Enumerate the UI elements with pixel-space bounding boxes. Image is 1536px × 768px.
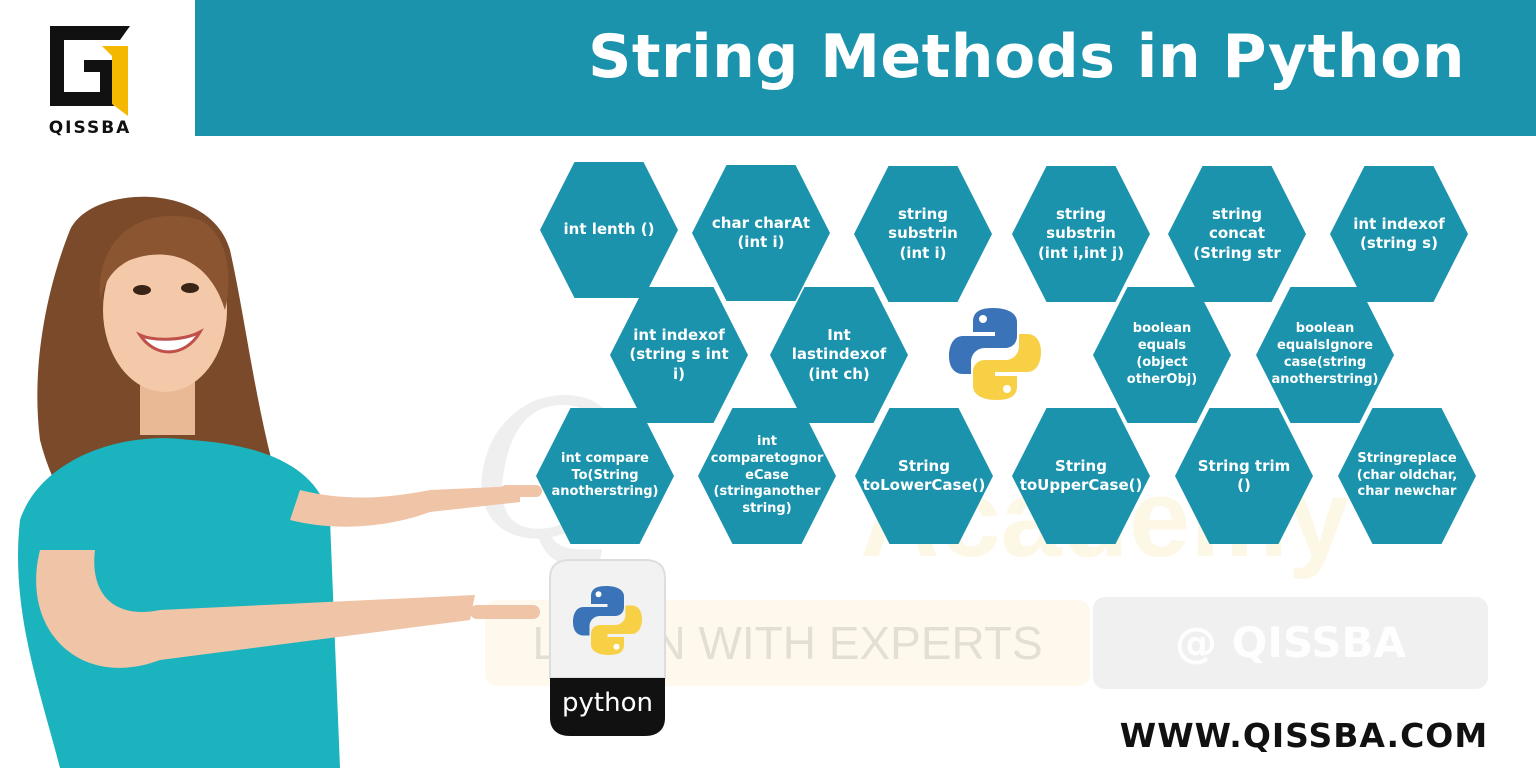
- method-label: Int lastindexof (int ch): [791, 325, 887, 383]
- method-label: int lenth (): [563, 220, 655, 239]
- method-hex: int comparetognor eCase (stringanother s…: [698, 408, 836, 544]
- method-label: boolean equalsIgnore case(string another…: [1271, 321, 1379, 387]
- method-label: int indexof (string s): [1353, 214, 1445, 253]
- method-label: boolean equals (object otherObj): [1126, 321, 1198, 387]
- watermark-handle: @ QISSBA: [1093, 597, 1488, 689]
- method-label: int indexof (string s int i): [629, 325, 729, 383]
- method-hex: int indexof (string s): [1330, 166, 1468, 302]
- method-label: string concat (String str: [1193, 204, 1281, 262]
- method-hex: Int lastindexof (int ch): [770, 287, 908, 423]
- website-link[interactable]: WWW.QISSBA.COM: [1119, 716, 1489, 755]
- method-label: String toUpperCase(): [1019, 456, 1143, 495]
- method-hex: string substrin (int i,int j): [1012, 166, 1150, 302]
- method-hex: int lenth (): [540, 162, 678, 298]
- method-hex: string substrin (int i): [854, 166, 992, 302]
- logo-text: QISSBA: [48, 118, 132, 138]
- method-label: String toLowerCase(): [862, 456, 986, 495]
- method-label: String trim (): [1197, 456, 1291, 495]
- header-band: String Methods in Python: [195, 0, 1536, 136]
- python-badge-icon: [549, 559, 666, 736]
- method-hex: char charAt (int i): [692, 165, 830, 301]
- method-label: char charAt (int i): [711, 213, 811, 252]
- method-label: Stringreplace (char oldchar, char newcha…: [1356, 450, 1458, 500]
- page-title: String Methods in Python: [588, 22, 1465, 92]
- method-label: string substrin (int i,int j): [1037, 204, 1125, 262]
- method-hex: string concat (String str: [1168, 166, 1306, 302]
- method-label: string substrin (int i): [888, 204, 958, 262]
- python-logo-icon: [949, 308, 1041, 400]
- method-hex: boolean equalsIgnore case(string another…: [1256, 287, 1394, 423]
- qissba-logo-icon: [50, 26, 130, 116]
- method-hex: boolean equals (object otherObj): [1093, 287, 1231, 423]
- badge-text: python: [562, 688, 653, 718]
- method-label: int comparetognor eCase (stringanother s…: [710, 433, 824, 517]
- method-label: int compare To(String anotherstring): [551, 450, 659, 500]
- person-illustration: [18, 196, 542, 768]
- method-hex: Stringreplace (char oldchar, char newcha…: [1338, 408, 1476, 544]
- method-hex: int indexof (string s int i): [610, 287, 748, 423]
